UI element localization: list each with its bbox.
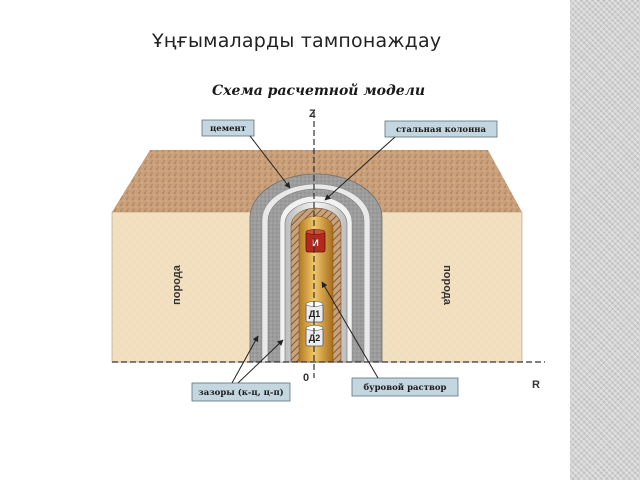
steel-casing-callout-label: стальная колонна bbox=[396, 125, 487, 135]
decorative-side-strip bbox=[570, 0, 640, 480]
rock-label-right: порода bbox=[441, 265, 453, 306]
rock-label-left: порода bbox=[171, 264, 183, 305]
gaps-callout-label: зазоры (к-ц, ц-п) bbox=[198, 387, 283, 398]
source-label: И bbox=[312, 238, 318, 248]
source-sensor: И bbox=[305, 229, 326, 253]
drilling-fluid-callout: буровой раствор bbox=[321, 281, 459, 397]
z-axis-label: Z bbox=[309, 108, 316, 120]
diagram-title: Схема расчетной модели bbox=[212, 83, 426, 99]
drilling-fluid-column bbox=[298, 215, 334, 363]
cement-callout-label: цемент bbox=[210, 124, 246, 134]
gaps-callout: зазоры (к-ц, ц-п) bbox=[191, 335, 291, 402]
slide-title: Ұңғымаларды тампонаждау bbox=[152, 30, 442, 52]
origin-label: 0 bbox=[303, 372, 309, 384]
r-axis-label: R bbox=[532, 379, 540, 391]
cement-callout: цемент bbox=[201, 119, 291, 189]
steel-casing-callout: стальная колонна bbox=[324, 120, 498, 201]
drilling-fluid-callout-label: буровой раствор bbox=[364, 382, 447, 393]
